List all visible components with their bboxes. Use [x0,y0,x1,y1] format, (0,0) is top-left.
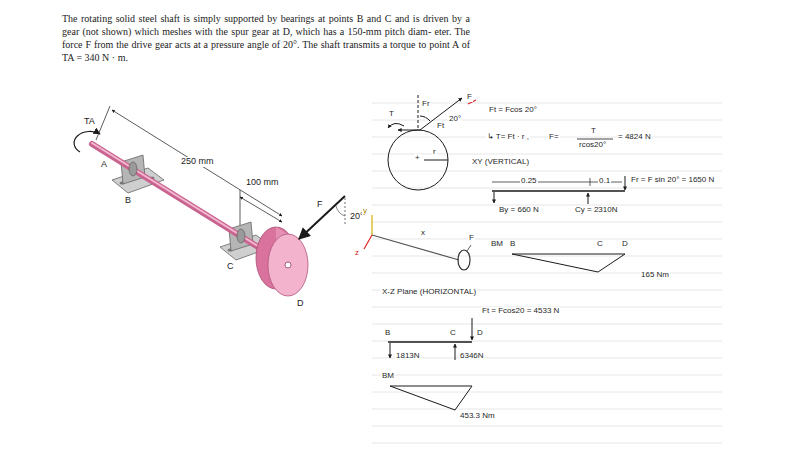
handwritten-note: 1813N [395,352,421,361]
handwritten-note: By = 660 N [498,206,540,215]
handwritten-note: 6346N [459,352,485,361]
dimension-label: 250 mm [180,157,215,167]
vertical-fbd [492,176,625,204]
handwritten-note: Fr [421,100,431,109]
moment-diagram [390,386,472,410]
handwritten-note: F [466,93,473,102]
handwritten-note: r [432,148,437,157]
point-label: A [100,160,108,170]
handwritten-note: Ft [436,122,445,131]
shaft [92,144,274,257]
handwritten-note: 453.3 Nm [459,412,496,421]
handwritten-note: B [509,240,516,249]
handwritten-note: BM [381,372,395,381]
handwritten-note: D [476,329,484,338]
handwritten-note: rcos20° [578,141,607,150]
problem-text: The rotating solid steel shaft is simply… [62,12,470,64]
point-label: D [296,299,305,309]
handwritten-note: Ft = Fcos20 = 4533 N [481,307,560,316]
handwritten-note: F= [548,133,560,142]
handwritten-note: BM [490,240,504,249]
handwritten-note: X-Z Plane (HORIZONTAL) [381,288,477,297]
handwritten-note: Fr = F sin 20° = 1650 N [630,176,715,185]
handwritten-note: Ft = Fcos 20° [488,106,538,115]
handwritten-note: Cy = 2310N [574,206,618,215]
handwritten-note: T [590,127,597,136]
handwritten-note: ↳ T= Ft · r , [486,133,530,142]
handwritten-note: F [468,234,475,243]
handwritten-note: XY (VERTICAL) [471,158,530,167]
handwritten-note: + [414,154,421,163]
ruled-lines [372,103,722,443]
moment-diagram [512,254,625,272]
handwritten-note: T [388,110,395,119]
handwritten-note: 0.1 [598,177,611,186]
handwritten-note: 0.25 [520,177,538,186]
axis-label: y [362,207,368,216]
dimension-label: 100 mm [245,178,280,188]
axis-label: x [420,229,426,238]
handwritten-note: = 4824 N [617,133,652,142]
handwritten-note: B [384,329,391,338]
torque-label: TA [83,117,96,127]
gear-sketch [388,95,462,190]
force-label: F [316,200,324,210]
handwritten-note: C [596,240,604,249]
axes-sketch [364,215,471,270]
point-label: B [124,196,132,206]
handwritten-note: D [621,240,629,249]
handwritten-note: 165 Nm [640,271,670,280]
force-arrow [299,196,345,239]
point-label: C [226,262,235,272]
handwritten-note: 20° [448,115,462,124]
axis-label: z [354,249,360,258]
handwritten-note: C [449,329,457,338]
